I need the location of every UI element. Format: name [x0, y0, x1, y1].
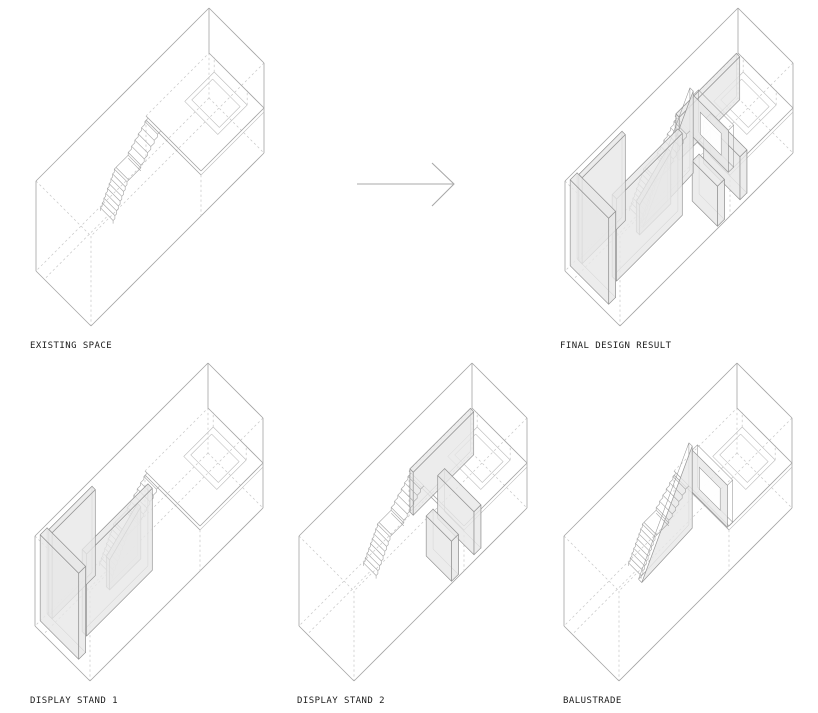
final-design-result-drawing [564, 7, 794, 327]
panel-display-stand-1 [25, 355, 275, 695]
panel-existing-space [25, 0, 275, 340]
panel-balustrade [555, 355, 805, 695]
display-stand-1-drawing [34, 362, 264, 682]
existing-space-drawing [35, 7, 265, 327]
balustrade-label: BALUSTRADE [563, 696, 622, 706]
display-stand-1-label: DISPLAY STAND 1 [30, 696, 119, 706]
balustrade-drawing [563, 362, 793, 682]
transform-arrow [357, 162, 455, 207]
panel-display-stand-2 [295, 355, 545, 695]
existing-space-label: EXISTING SPACE [30, 341, 113, 351]
display-stand-2-drawing [298, 362, 528, 682]
final-design-result-label: FINAL DESIGN RESULT [560, 341, 672, 351]
panel-final-design-result [555, 0, 815, 340]
display-stand-2-label: DISPLAY STAND 2 [297, 696, 386, 706]
right-arrow-icon [357, 162, 455, 207]
